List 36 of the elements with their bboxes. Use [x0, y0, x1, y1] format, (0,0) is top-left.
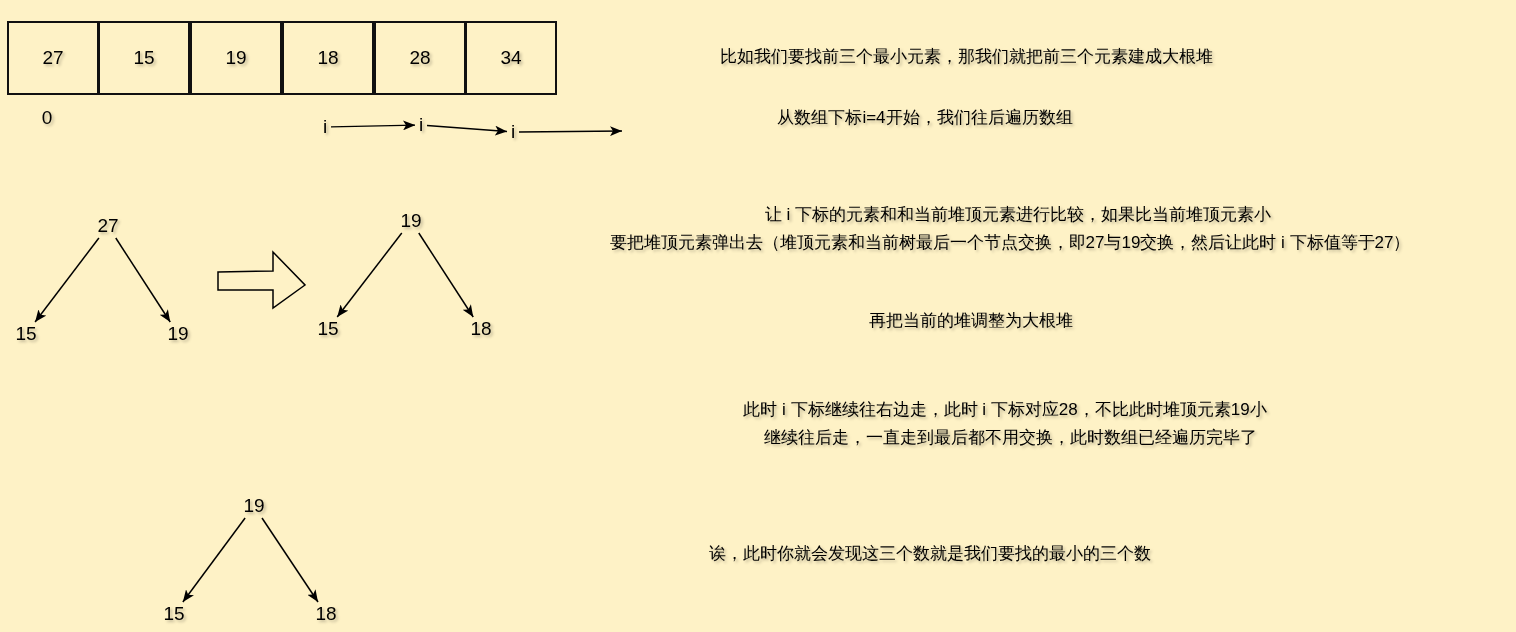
- array-cell: 28: [374, 21, 466, 95]
- note-text: 比如我们要找前三个最小元素，那我们就把前三个元素建成大根堆: [719, 45, 1213, 68]
- arrow: [336, 232, 403, 318]
- arrow: [261, 517, 319, 603]
- arrow: [330, 120, 416, 131]
- tree-value: 19: [396, 209, 426, 233]
- arrow: [518, 126, 623, 137]
- note-text: 诶，此时你就会发现这三个数就是我们要找的最小的三个数: [709, 542, 1151, 565]
- array-cell: 34: [465, 21, 557, 95]
- arrow: [426, 124, 508, 136]
- tree-value: 18: [311, 602, 341, 626]
- index-marker: i: [507, 120, 519, 144]
- tree-value: 18: [466, 317, 496, 341]
- note-text: 继续往后走，一直走到最后都不用交换，此时数组已经遍历完毕了: [763, 426, 1257, 449]
- array-cell: 27: [7, 21, 99, 95]
- tree-value: 15: [159, 602, 189, 626]
- tree-value: 15: [11, 322, 41, 346]
- note-text: 让 i 下标的元素和和当前堆顶元素进行比较，如果比当前堆顶元素小: [764, 203, 1272, 226]
- arrow: [115, 237, 171, 323]
- index-marker: i: [319, 115, 331, 139]
- note-text: 从数组下标i=4开始，我们往后遍历数组: [777, 106, 1073, 129]
- note-text: 再把当前的堆调整为大根堆: [869, 309, 1073, 332]
- array-cell: 15: [98, 21, 190, 95]
- note-text: 要把堆顶元素弹出去（堆顶元素和当前树最后一个节点交换，即27与19交换，然后让此时 i 下标值等于27）: [609, 231, 1411, 254]
- tree-value: 19: [163, 322, 193, 346]
- tree-value: 27: [93, 214, 123, 238]
- index-label: 0: [41, 107, 53, 129]
- tree-value: 19: [239, 494, 269, 518]
- tree-value: 15: [313, 317, 343, 341]
- index-marker: i: [415, 113, 427, 137]
- arrow: [418, 232, 474, 318]
- array-cell: 18: [282, 21, 374, 95]
- array-cell: 19: [190, 21, 282, 95]
- arrow: [34, 237, 100, 323]
- note-text: 此时 i 下标继续往右边走，此时 i 下标对应28，不比此时堆顶元素19小: [743, 398, 1267, 421]
- arrow: [182, 517, 246, 603]
